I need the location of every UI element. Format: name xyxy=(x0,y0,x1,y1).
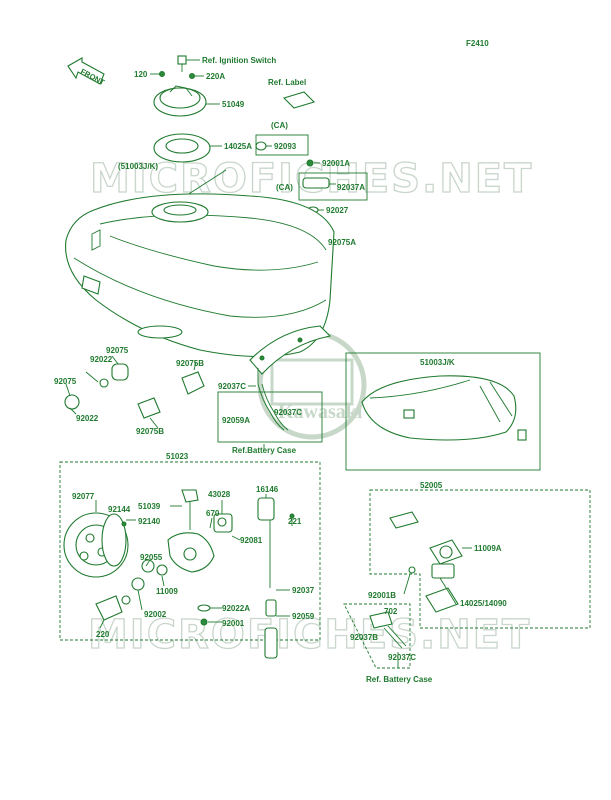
label-92140: 92140 xyxy=(138,517,161,526)
label-92055: 92055 xyxy=(140,553,163,562)
label-92037: 92037 xyxy=(292,586,315,595)
logo-text: Kawasaki xyxy=(278,401,363,423)
label-92059A: 92059A xyxy=(222,416,250,425)
label-11009A: 11009A xyxy=(474,544,502,553)
label-92075B-bot: 92075B xyxy=(136,427,164,436)
label-92075A: 92075A xyxy=(328,238,356,247)
inset-tank xyxy=(361,375,527,441)
label-ca-1: (CA) xyxy=(271,121,288,130)
label-120: 120 xyxy=(134,70,148,79)
box-92037A xyxy=(298,172,368,201)
figure-code: F2410 xyxy=(466,39,489,48)
label-92093: 92093 xyxy=(274,142,297,151)
label-92037B: 92037B xyxy=(350,633,378,642)
leader-lines-tap xyxy=(95,494,290,623)
label-92075-left: 92075 xyxy=(54,377,77,386)
fuel-tap-assembly xyxy=(63,489,295,659)
label-16146: 16146 xyxy=(256,485,279,494)
label-51003JK-inset: 51003J/K xyxy=(420,358,455,367)
box-51023 xyxy=(59,461,321,641)
label-51049: 51049 xyxy=(222,100,245,109)
label-92022A: 92022A xyxy=(222,604,250,613)
label-ref-label: Ref. Label xyxy=(268,78,306,87)
front-arrow-icon: FRONT xyxy=(67,57,106,87)
label-92037A: 92037A xyxy=(337,183,365,192)
label-92027: 92027 xyxy=(326,206,349,215)
label-14025A: 14025A xyxy=(224,142,252,151)
filler-cap-assembly xyxy=(153,55,330,247)
label-ca-2: (CA) xyxy=(276,183,293,192)
tank-bracket xyxy=(249,325,332,384)
label-92002: 92002 xyxy=(144,610,167,619)
label-92144: 92144 xyxy=(108,505,131,514)
fuel-pump-assembly xyxy=(389,511,472,613)
label-14025-14090: 14025/14090 xyxy=(460,599,507,608)
label-92081: 92081 xyxy=(240,536,263,545)
vent-hose-b xyxy=(369,611,407,668)
label-92037C-a: 92037C xyxy=(218,382,246,391)
vent-hose-a xyxy=(257,383,289,431)
label-92077: 92077 xyxy=(72,492,95,501)
label-51039: 51039 xyxy=(138,502,161,511)
label-670: 670 xyxy=(206,509,220,518)
label-702: 702 xyxy=(384,607,398,616)
label-ref-battery-case-1: Ref.Battery Case xyxy=(232,446,297,455)
part-labels: Ref. Ignition Switch 120 220A Ref. Label… xyxy=(54,56,507,684)
label-92001A: 92001A xyxy=(322,159,350,168)
label-92037C-b: 92037C xyxy=(274,408,302,417)
watermark-bottom: MICROFICHES.NET xyxy=(88,612,531,658)
label-92022-top: 92022 xyxy=(90,355,113,364)
label-221: 221 xyxy=(288,517,302,526)
label-51003JK-main: (51003J/K) xyxy=(118,162,158,171)
box-inset-tank xyxy=(345,352,541,471)
box-92093 xyxy=(255,134,309,156)
label-43028: 43028 xyxy=(208,490,231,499)
label-11009: 11009 xyxy=(156,587,178,596)
label-52005: 52005 xyxy=(420,481,443,490)
label-ref-battery-case-2: Ref. Battery Case xyxy=(366,675,433,684)
label-ref-ignition-switch: Ref. Ignition Switch xyxy=(202,56,276,65)
label-92075-top: 92075 xyxy=(106,346,129,355)
label-92001: 92001 xyxy=(222,619,245,628)
label-220: 220 xyxy=(96,630,110,639)
label-51023: 51023 xyxy=(166,452,189,461)
label-92037C-c: 92037C xyxy=(388,653,416,662)
box-52005 xyxy=(369,489,591,629)
label-92059: 92059 xyxy=(292,612,315,621)
box-702 xyxy=(343,603,411,669)
label-92075B-top: 92075B xyxy=(176,359,204,368)
dampers-left xyxy=(64,355,205,429)
box-92059A xyxy=(217,391,323,443)
label-92001B: 92001B xyxy=(368,591,396,600)
label-220A: 220A xyxy=(206,72,225,81)
label-92022-left: 92022 xyxy=(76,414,99,423)
